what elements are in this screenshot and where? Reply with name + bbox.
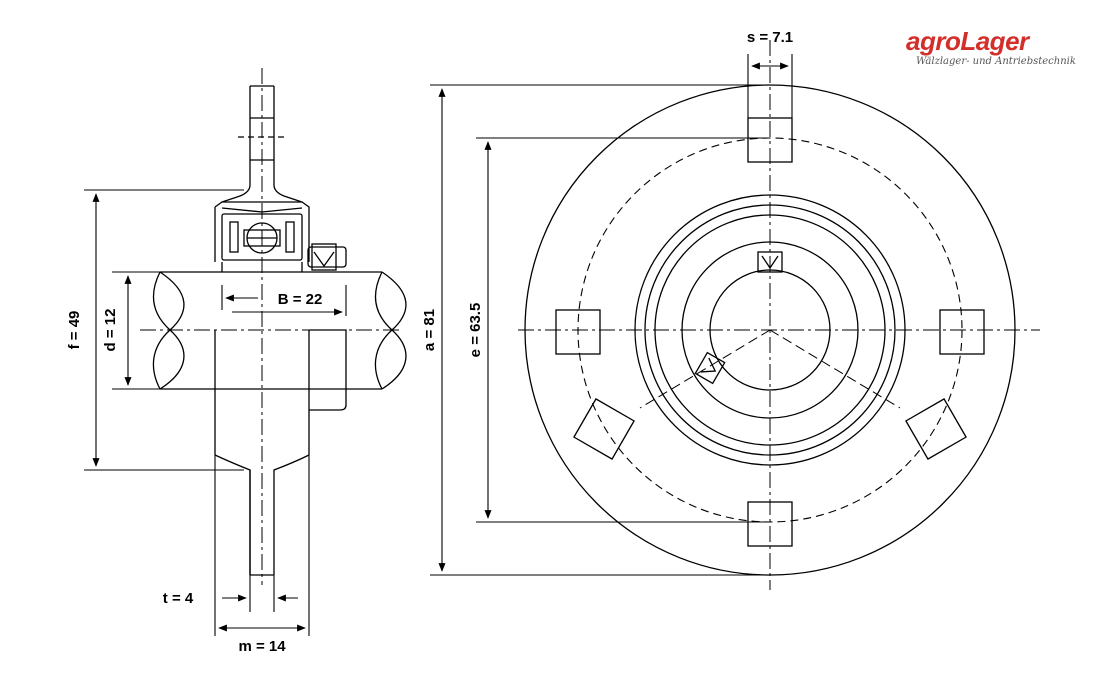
label-B: B = 22 xyxy=(278,291,323,308)
set-screw-top xyxy=(757,251,783,273)
housing-upper xyxy=(214,201,310,262)
housing-lower xyxy=(214,330,310,576)
side-dimensions xyxy=(84,189,347,636)
bolt-hole-lower-right xyxy=(905,398,967,460)
housing-circle-mid xyxy=(644,204,896,456)
front-dimension-labels: s = 7.1 a = 81 e = 63.5 xyxy=(421,29,793,357)
bearing-ring xyxy=(221,213,303,261)
housing-circle-inner xyxy=(654,214,886,446)
front-dimensions xyxy=(430,54,793,576)
bolt-hole-top xyxy=(747,117,793,163)
label-t: t = 4 xyxy=(163,590,194,607)
label-m: m = 14 xyxy=(238,638,286,655)
front-view xyxy=(518,40,1040,590)
bolt-hole-lower-left xyxy=(573,398,635,460)
brand-logo: agroLager Wälzlager- und Antriebstechnik xyxy=(906,28,1096,67)
brand-tagline: Wälzlager- und Antriebstechnik xyxy=(916,56,1076,67)
label-s: s = 7.1 xyxy=(747,29,793,46)
label-a: a = 81 xyxy=(421,309,438,351)
set-screw-left xyxy=(694,351,726,385)
label-e: e = 63.5 xyxy=(467,303,484,358)
brand-name-suffix: Lager xyxy=(960,26,1029,56)
label-d: d = 12 xyxy=(102,309,119,352)
bolt-hole-bottom xyxy=(747,501,793,547)
side-view xyxy=(140,68,407,585)
set-screw xyxy=(307,246,347,268)
bolt-hole-left xyxy=(555,309,601,355)
brand-name: agroLager xyxy=(906,28,1096,54)
side-dimension-labels: f = 49 d = 12 B = 22 t = 4 m = 14 xyxy=(66,291,322,655)
label-f: f = 49 xyxy=(66,311,83,350)
bolt-hole-right xyxy=(939,309,985,355)
bearing-circle xyxy=(681,241,859,419)
bore-circle xyxy=(709,269,831,391)
brand-name-prefix: agro xyxy=(906,26,961,56)
shaft xyxy=(152,271,407,390)
flange-upper xyxy=(221,85,303,203)
housing-circle-outer xyxy=(634,194,906,466)
